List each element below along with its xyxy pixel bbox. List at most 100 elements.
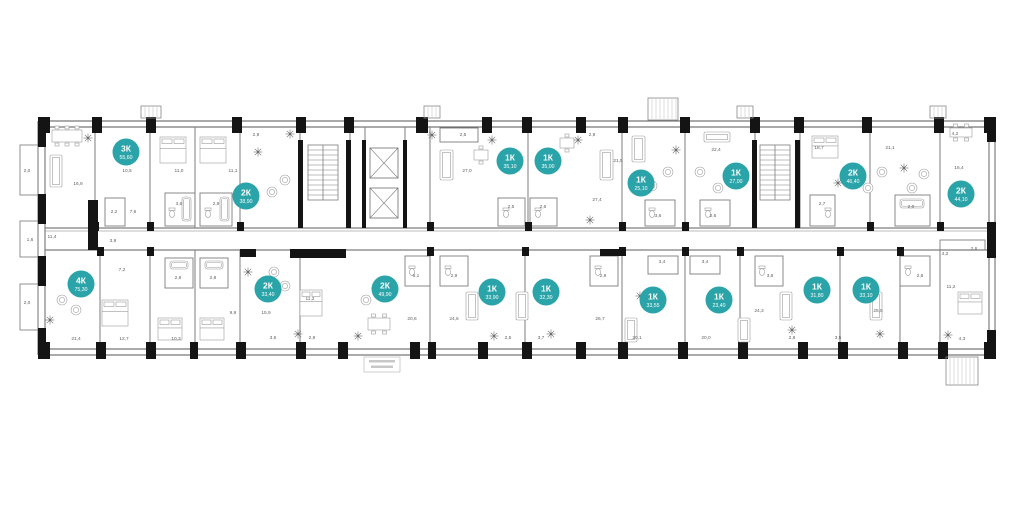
plant-icon bbox=[573, 135, 583, 145]
toilet-tank bbox=[824, 207, 832, 211]
bathtub-basin bbox=[221, 198, 228, 220]
pillow bbox=[173, 138, 185, 144]
room-area-label: 2,0 bbox=[908, 204, 915, 210]
chair bbox=[964, 123, 969, 128]
balcony bbox=[19, 283, 39, 331]
plant-icon bbox=[487, 135, 497, 145]
wall-junction bbox=[522, 247, 529, 256]
plant-icon bbox=[899, 163, 909, 173]
toilet-bowl bbox=[595, 268, 601, 276]
room-area-label: 21,5 bbox=[613, 158, 623, 164]
chair bbox=[953, 123, 958, 128]
room-area-label: 2,0 bbox=[24, 168, 31, 174]
toilet-tank bbox=[904, 265, 912, 269]
wall-junction bbox=[427, 247, 434, 256]
apartment-area: 25,10 bbox=[635, 186, 648, 192]
room-area-label: 7,6 bbox=[130, 209, 137, 215]
wall-junction bbox=[147, 247, 154, 256]
badge-circle bbox=[112, 138, 140, 166]
room-partition bbox=[104, 197, 126, 227]
wall-pillar bbox=[750, 117, 760, 133]
dining-table-icon bbox=[367, 313, 391, 335]
armchair-icon bbox=[906, 182, 918, 194]
plant-icon bbox=[427, 130, 437, 140]
pillow bbox=[813, 137, 825, 143]
wall-pillar bbox=[678, 342, 688, 359]
room-area-label: 2,8 bbox=[917, 273, 924, 279]
chair bbox=[371, 313, 376, 318]
wall-pillar bbox=[428, 342, 436, 359]
chair bbox=[382, 330, 387, 335]
window-box-icon bbox=[945, 356, 979, 386]
wall-pillar bbox=[92, 117, 102, 133]
armchair-seat bbox=[282, 177, 288, 183]
apartment-type: 2К bbox=[848, 168, 859, 178]
plant-icon bbox=[546, 329, 556, 339]
armchair-seat bbox=[271, 269, 277, 275]
apartment-type: 2К bbox=[241, 188, 252, 198]
room-partition bbox=[939, 239, 986, 251]
wall-pillar bbox=[618, 117, 628, 133]
room-area-label: 1,6 bbox=[27, 237, 34, 243]
elevator-icon bbox=[369, 147, 399, 179]
window-box bbox=[929, 105, 947, 119]
badge-circle bbox=[532, 278, 560, 306]
apartment-area: 33,55 bbox=[647, 303, 660, 309]
wall-junction bbox=[619, 247, 626, 256]
room-area-label: 7,2 bbox=[119, 267, 126, 273]
room-area-label: 2,9 bbox=[309, 335, 316, 341]
plant-icon bbox=[943, 330, 953, 340]
toilet-icon bbox=[758, 265, 766, 276]
wall-junction bbox=[937, 222, 944, 231]
room-area-label: 6,1 bbox=[413, 273, 420, 279]
room-area-label: 15,9 bbox=[261, 310, 271, 316]
wall-pillar bbox=[416, 117, 428, 133]
bathtub-basin bbox=[183, 198, 190, 220]
toilet-bowl bbox=[445, 268, 451, 276]
sofa-icon bbox=[465, 291, 479, 321]
room-partition bbox=[589, 255, 619, 287]
pillow bbox=[161, 138, 173, 144]
sofa-icon bbox=[49, 154, 63, 188]
armchair-icon bbox=[279, 280, 291, 292]
pillow bbox=[301, 291, 311, 297]
chair bbox=[54, 142, 60, 147]
armchair-seat bbox=[865, 185, 871, 191]
sofa-icon bbox=[737, 317, 751, 343]
window-box-icon bbox=[929, 105, 947, 119]
apartment-type: 1К bbox=[812, 282, 823, 292]
sofa-icon bbox=[439, 149, 454, 181]
pot bbox=[576, 138, 580, 142]
bathtub-icon bbox=[204, 260, 224, 270]
wall-pillar bbox=[232, 117, 242, 133]
wall-pillar bbox=[794, 117, 804, 133]
dining-table-icon bbox=[473, 145, 489, 165]
room-area-label: 4,2 bbox=[942, 251, 949, 257]
toilet-bowl bbox=[205, 210, 211, 218]
core-wall bbox=[290, 249, 346, 258]
apartment-type: 2К bbox=[956, 186, 967, 196]
toilet-tank bbox=[704, 207, 712, 211]
wall-pillar bbox=[938, 342, 948, 359]
room-partition bbox=[439, 127, 479, 143]
bed-icon bbox=[199, 136, 227, 164]
pot bbox=[878, 332, 882, 336]
